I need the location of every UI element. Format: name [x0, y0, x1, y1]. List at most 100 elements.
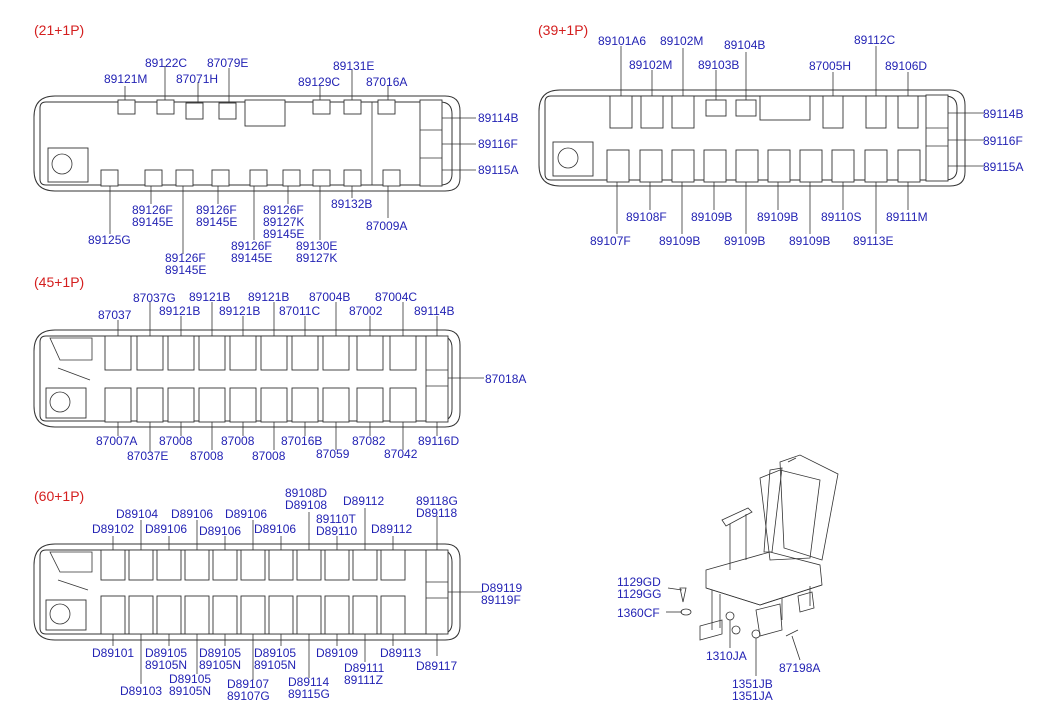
part-label: D89104 — [116, 507, 158, 521]
part-label: D89119 — [481, 581, 522, 595]
part-label: D89107 — [227, 677, 269, 691]
part-label: 89131E — [333, 59, 374, 73]
part-label: 89118G — [416, 494, 458, 508]
part-label: 89110S — [821, 210, 861, 224]
part-label: D89112 — [371, 522, 412, 536]
part-label: D89101 — [92, 646, 134, 660]
driver-seat — [45, 387, 87, 419]
part-label: D89117 — [416, 659, 457, 673]
seat-group — [606, 95, 921, 183]
part-label: D89112 — [343, 494, 384, 508]
part-label: 89122C — [145, 56, 187, 70]
part-label: 89105N — [254, 658, 296, 672]
part-label: D89114 — [288, 675, 329, 689]
part-label: D89103 — [120, 684, 162, 698]
leader-lines — [112, 508, 482, 684]
part-label: 89114B — [983, 107, 1023, 121]
leader-lines — [117, 302, 484, 452]
part-label: 89121B — [189, 290, 230, 304]
part-label: 89109B — [724, 234, 765, 248]
part-label: 87037 — [98, 308, 132, 322]
part-label: 89101A6 — [598, 34, 646, 48]
part-labels: 1129GD 1129GG 1360CF 1310JA 87198A 1351J… — [617, 575, 820, 703]
part-label: 87082 — [352, 434, 386, 448]
part-label: 89126F — [263, 203, 304, 217]
part-label: 87042 — [384, 447, 418, 461]
part-label: 89116D — [418, 434, 459, 448]
part-label: D89105 — [199, 646, 241, 660]
part-label: 89116F — [983, 134, 1023, 148]
part-label: 87018A — [485, 372, 526, 386]
part-label: 1360CF — [617, 606, 660, 620]
part-label: 89113E — [853, 234, 893, 248]
part-label: 1129GG — [617, 587, 661, 601]
part-label: 89110T — [316, 512, 356, 526]
driver-seat — [47, 147, 89, 183]
part-label: 89108F — [626, 210, 667, 224]
part-label: 87079E — [207, 56, 248, 70]
part-label: 89114B — [414, 304, 454, 318]
part-label: 89109B — [659, 234, 700, 248]
part-label: 87004B — [309, 290, 350, 304]
part-label: 89105N — [199, 658, 241, 672]
seat-group — [104, 335, 417, 423]
part-label: 89126F — [196, 203, 237, 217]
part-label: 89106D — [885, 59, 927, 73]
part-labels: 89101A6 89102M 89102M 89104B 89103B 8911… — [590, 33, 1023, 248]
part-label: 89108D — [285, 486, 327, 500]
part-label: 1129GD — [617, 575, 661, 589]
part-label: 89102M — [629, 58, 672, 72]
section-39-1p: (39+1P) — [538, 22, 1023, 248]
part-label: 89121M — [104, 72, 147, 86]
seat-detail: 1129GD 1129GG 1360CF 1310JA 87198A 1351J… — [617, 454, 839, 703]
part-label: 89115G — [288, 687, 330, 701]
part-label: 89107G — [227, 689, 270, 703]
section-header: (60+1P) — [34, 488, 84, 504]
part-label: D89105 — [254, 646, 296, 660]
part-label: D89105 — [145, 646, 187, 660]
part-label: 87008 — [221, 434, 255, 448]
part-label: 89121B — [159, 304, 200, 318]
part-label: 89109B — [789, 234, 830, 248]
part-label: 87008 — [252, 449, 286, 463]
part-label: 87002 — [349, 304, 383, 318]
part-label: 89145E — [132, 215, 173, 229]
section-header: (45+1P) — [34, 274, 84, 290]
part-label: D89105 — [169, 672, 211, 686]
part-label: 89114B — [478, 111, 518, 125]
seat-group — [100, 99, 401, 187]
part-label: 89127K — [263, 215, 304, 229]
part-label: D89106 — [171, 507, 213, 521]
part-label: 89145E — [165, 263, 206, 277]
part-label: 89127K — [296, 251, 337, 265]
part-label: 87016A — [366, 75, 407, 89]
part-label: 89102M — [660, 34, 703, 48]
part-label: 87037G — [133, 291, 176, 305]
bus-outline — [33, 543, 461, 641]
part-label: 89121B — [219, 304, 260, 318]
part-label: 89126F — [231, 239, 272, 253]
part-label: 89111Z — [344, 673, 383, 687]
part-label: 87011C — [279, 304, 320, 318]
driver-seat — [552, 141, 594, 177]
part-label: 89145E — [196, 215, 237, 229]
bus-outline — [33, 329, 461, 428]
section-45-1p: (45+1P) — [33, 274, 526, 463]
bus-outline — [538, 89, 966, 187]
part-label: D89110 — [316, 524, 357, 538]
section-21-1p: (21+1P) — [33, 22, 518, 277]
part-label: 89105N — [145, 658, 187, 672]
part-label: 87071H — [176, 72, 218, 86]
part-label: D89118 — [416, 506, 457, 520]
part-label: 87016B — [281, 434, 322, 448]
part-label: 89121B — [248, 290, 289, 304]
part-labels: 89108D D89108 89118G D89118 D89104 D8910… — [92, 486, 522, 703]
part-label: 89109B — [691, 210, 732, 224]
leader-lines — [109, 66, 476, 254]
part-label: D89111 — [344, 661, 385, 675]
leader-lines — [666, 587, 801, 676]
part-label: D89106 — [225, 507, 267, 521]
part-labels: 89122C 87079E 89121M 87071H 89131E 89129… — [88, 56, 518, 277]
part-label: 89130E — [296, 239, 337, 253]
